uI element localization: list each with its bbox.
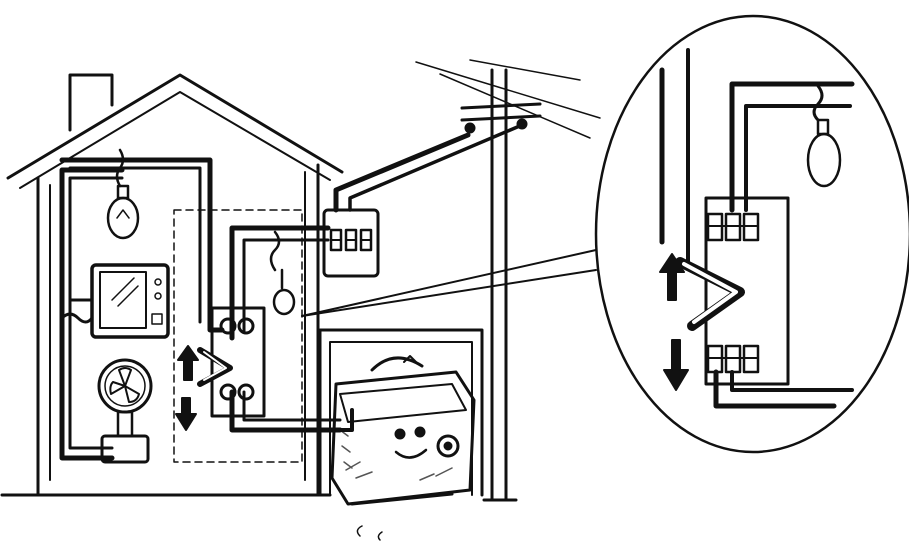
bulb-icon [108,150,138,238]
pendant-lamp-icon [271,232,294,314]
detail-arrow-down-icon [664,340,688,390]
magnifier-connector [302,250,596,316]
tv-icon [92,265,168,337]
arrow-down-icon [176,398,196,430]
meter-box [324,210,378,276]
utility-pole [416,60,600,500]
house-wiring [62,160,340,458]
arrow-up-icon [178,346,198,380]
service-drop [336,125,522,210]
generator [320,330,482,540]
magnified-switch-detail [596,16,909,452]
